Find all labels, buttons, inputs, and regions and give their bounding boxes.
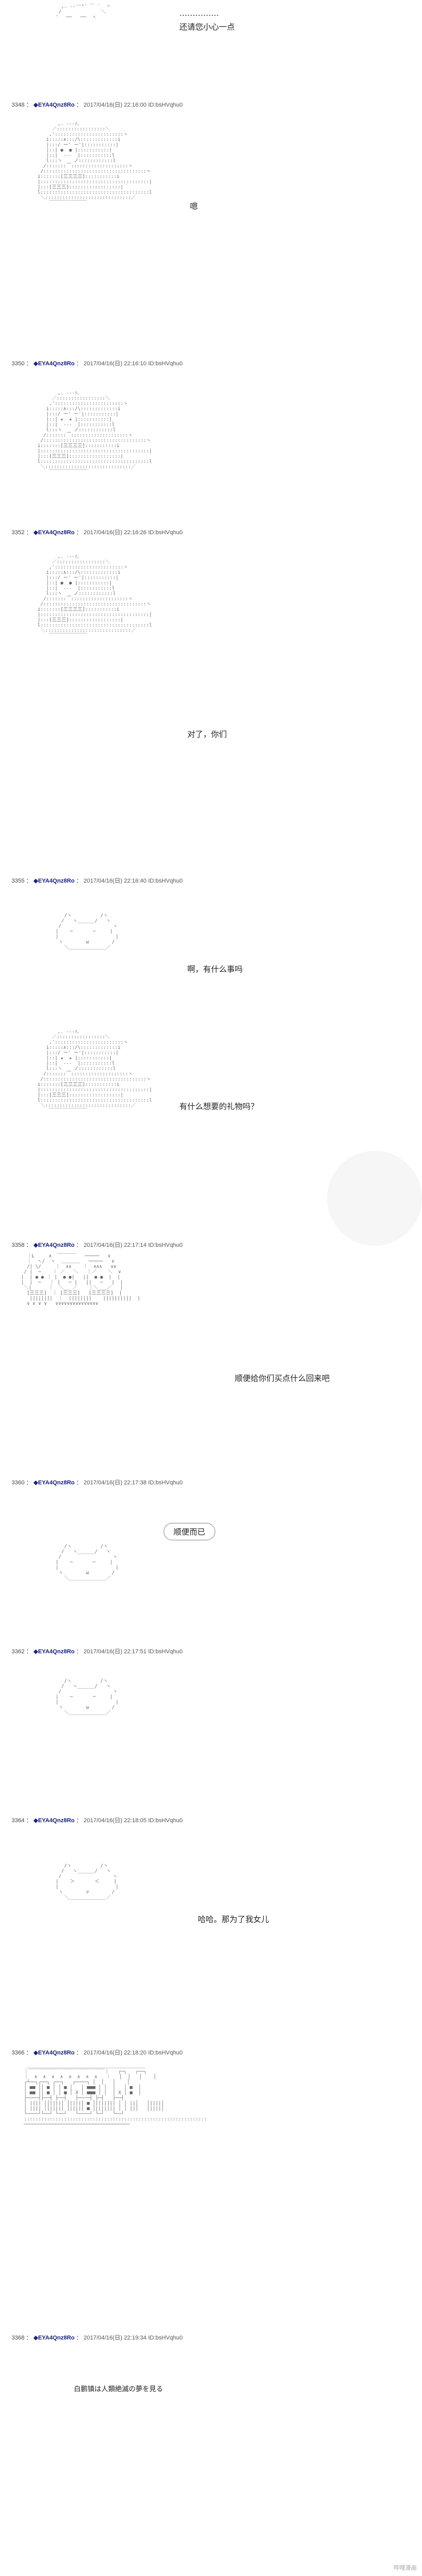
post-date: 2017/04/16(日) 22:17:51 — [83, 1649, 147, 1655]
post-uid[interactable]: ID:bsHVqhu0 — [148, 102, 183, 108]
post-header: 3364 ： ◆EYA4Qnz8Ro ： 2017/04/16(日) 22:18… — [12, 1817, 183, 1824]
poster-name[interactable]: ◆EYA4Qnz8Ro — [33, 1242, 75, 1248]
post-uid[interactable]: ID:bsHVqhu0 — [148, 2050, 183, 2056]
ascii-art-cat: /ヽ /ヽ / ヽ______/ ヽ / ヽ | ─ ─ | | | ヽ ω /… — [55, 1544, 119, 1581]
post-number: 3366 — [12, 2050, 25, 2056]
speech-text-2: 有什么想要的礼物吗？ — [179, 1102, 259, 1111]
post-uid[interactable]: ID:bsHVqhu0 — [148, 878, 183, 884]
post-header: 3368 ： ◆EYA4Qnz8Ro ： 2017/04/16(日) 22:19… — [12, 2335, 183, 2341]
post-number: 3352 — [12, 529, 25, 536]
ascii-art-town: ＿＿＿＿＿＿＿＿＿＿＿＿＿＿＿＿＿＿＿＿＿＿＿＿＿ ｜￣￣￣￣￣￣￣￣￣￣￣￣￣… — [24, 2064, 207, 2127]
chapter-title: 白鹏镇は人類絶滅の夢を見る — [74, 2385, 164, 2393]
speech-text: 顺便给你们买点什么回来吧 — [235, 1374, 330, 1383]
post-header: 3358 ： ◆EYA4Qnz8Ro ： 2017/04/16(日) 22:17… — [12, 1242, 183, 1248]
ascii-art-character: ,. --‐ｧ､ ／:::::::::::::::::＼ ,':::::::::… — [37, 1029, 152, 1114]
post-header: 3360 ： ◆EYA4Qnz8Ro ： 2017/04/16(日) 22:17… — [12, 1480, 183, 1486]
ascii-art-cat: ,. -‐''"´ ￣ ` 丶 / ＼ ' ── ── ヽ — [55, 4, 111, 20]
post-date: 2017/04/16(日) 22:16:10 — [83, 361, 147, 367]
post-header: 3348 ： ◆EYA4Qnz8Ro ： 2017/04/16(日) 22:16… — [12, 102, 183, 108]
ascii-art-character: ,. --‐ｧ､ ／:::::::::::::::::＼ ,':::::::::… — [37, 121, 152, 206]
speech-text: …………… 还请您小心一点 — [179, 8, 235, 32]
post-number: 3350 — [12, 361, 25, 367]
speech-bubble: 顺便而已 — [164, 1523, 216, 1540]
ascii-art-scene: ｜L ∧ ￣￣￣￣ ───── ∨ ｜ ヽ/ ヽ ＿＿＿＿ ───── ∨ /|… — [21, 1254, 140, 1306]
poster-name[interactable]: ◆EYA4Qnz8Ro — [33, 529, 75, 536]
ascii-art-cat: /ヽ /ヽ / ヽ______/ ヽ / ヽ | ─ ─ | | | ヽ ω /… — [55, 913, 119, 950]
poster-name[interactable]: ◆EYA4Qnz8Ro — [33, 361, 75, 367]
background-decoration — [327, 1151, 422, 1246]
post-header: 3352 ： ◆EYA4Qnz8Ro ： 2017/04/16(日) 22:16… — [12, 529, 183, 536]
post-uid[interactable]: ID:bsHVqhu0 — [148, 1242, 183, 1248]
post-date: 2017/04/16(日) 22:17:38 — [83, 1480, 147, 1486]
post-header: 3355 ： ◆EYA4Qnz8Ro ： 2017/04/16(日) 22:16… — [12, 878, 183, 884]
speech-text: 啊，有什么事吗 — [187, 964, 243, 974]
post-header: 3362 ： ◆EYA4Qnz8Ro ： 2017/04/16(日) 22:17… — [12, 1649, 183, 1655]
post-number: 3348 — [12, 102, 25, 108]
post-number: 3368 — [12, 2335, 25, 2341]
post-date: 2017/04/16(日) 22:16:40 — [83, 878, 147, 884]
post-header: 3350 ： ◆EYA4Qnz8Ro ： 2017/04/16(日) 22:16… — [12, 361, 183, 367]
post-date: 2017/04/16(日) 22:19:34 — [83, 2335, 147, 2341]
poster-name[interactable]: ◆EYA4Qnz8Ro — [33, 102, 75, 108]
speech-text: 哈哈。那为了我女儿 — [198, 1915, 270, 1924]
post-header: 3366 ： ◆EYA4Qnz8Ro ： 2017/04/16(日) 22:18… — [12, 2050, 183, 2056]
post-uid[interactable]: ID:bsHVqhu0 — [148, 529, 183, 536]
poster-name[interactable]: ◆EYA4Qnz8Ro — [33, 2335, 75, 2341]
post-date: 2017/04/16(日) 22:16:00 — [83, 102, 147, 108]
post-date: 2017/04/16(日) 22:18:20 — [83, 2050, 147, 2056]
post-uid[interactable]: ID:bsHVqhu0 — [148, 2335, 183, 2341]
speech-text: 嗯 — [190, 202, 198, 211]
poster-name[interactable]: ◆EYA4Qnz8Ro — [33, 1817, 75, 1824]
poster-name[interactable]: ◆EYA4Qnz8Ro — [33, 1480, 75, 1486]
poster-name[interactable]: ◆EYA4Qnz8Ro — [33, 1649, 75, 1655]
post-number: 3362 — [12, 1649, 25, 1655]
ascii-art-character: ,. --‐ｧ､ ／:::::::::::::::::＼ ,':::::::::… — [37, 554, 152, 639]
post-date: 2017/04/16(日) 22:18:05 — [83, 1817, 147, 1824]
speech-text: 对了，你们 — [187, 730, 227, 739]
poster-name[interactable]: ◆EYA4Qnz8Ro — [33, 2050, 75, 2056]
post-number: 3355 — [12, 878, 25, 884]
post-number: 3358 — [12, 1242, 25, 1248]
post-uid[interactable]: ID:bsHVqhu0 — [148, 1480, 183, 1486]
post-date: 2017/04/16(日) 22:16:26 — [83, 529, 147, 536]
ascii-art-cat: /ヽ /ヽ / ヽ______/ ヽ / ヽ | ─ ─ | | | ヽ ω /… — [55, 1679, 119, 1716]
post-uid[interactable]: ID:bsHVqhu0 — [148, 1817, 183, 1824]
poster-name[interactable]: ◆EYA4Qnz8Ro — [33, 878, 75, 884]
post-number: 3360 — [12, 1480, 25, 1486]
ascii-art-cat-laughing: /ヽ /ヽ / ヽ______/ ヽ / ヽ | ＞ ＜ | | | ヽ ▽ /… — [55, 1863, 119, 1900]
post-date: 2017/04/16(日) 22:17:14 — [83, 1242, 147, 1248]
watermark: 哔哩漫画 — [394, 2565, 417, 2571]
post-uid[interactable]: ID:bsHVqhu0 — [148, 361, 183, 367]
post-number: 3364 — [12, 1817, 25, 1824]
post-uid[interactable]: ID:bsHVqhu0 — [148, 1649, 183, 1655]
ascii-art-character: ,. --‐ｧ､ ／:::::::::::::::::＼ ,':::::::::… — [37, 391, 152, 475]
